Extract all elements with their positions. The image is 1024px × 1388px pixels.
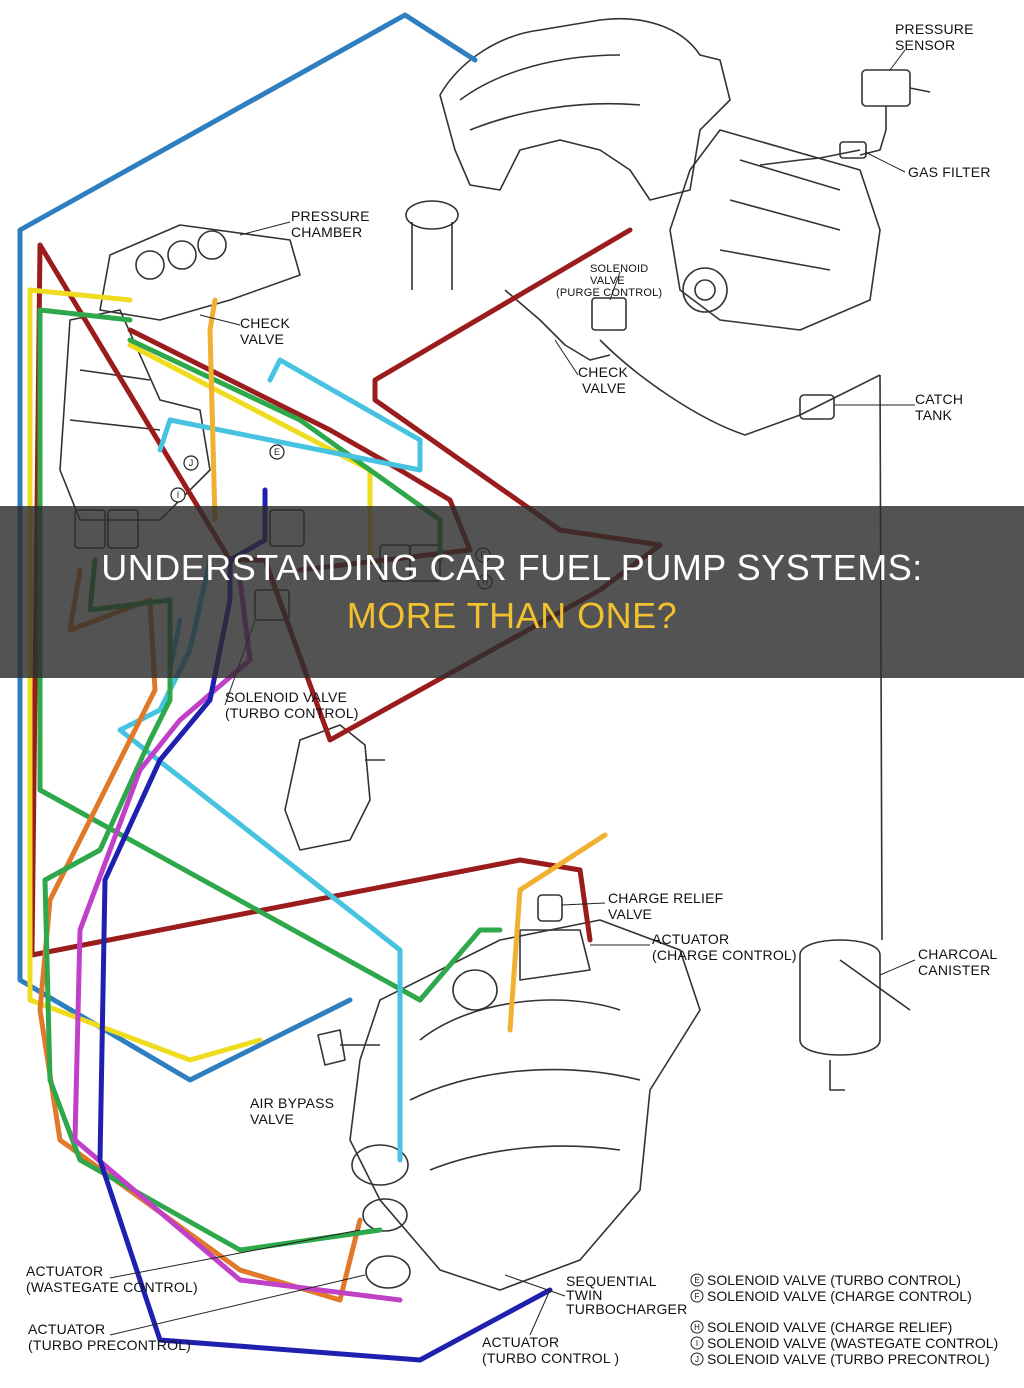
svg-text:F: F [695, 1292, 700, 1301]
svg-text:SOLENOID VALVE (TURBO CONTROL): SOLENOID VALVE (TURBO CONTROL) [707, 1272, 961, 1288]
solenoid-turbo-body [284, 724, 371, 851]
marker-i-circle [170, 487, 186, 503]
svg-text:SOLENOID VALVE (TURBO PRECONTR: SOLENOID VALVE (TURBO PRECONTROL) [707, 1351, 990, 1367]
marker-e-circle [269, 444, 285, 460]
charge-relief-valve [537, 894, 563, 922]
svg-text:SOLENOID VALVE (WASTEGATE CONT: SOLENOID VALVE (WASTEGATE CONTROL) [707, 1335, 998, 1351]
charcoal-canister [799, 939, 881, 1056]
banner-title: UNDERSTANDING CAR FUEL PUMP SYSTEMS: [101, 547, 923, 588]
legend-item: H SOLENOID VALVE (CHARGE RELIEF) [690, 1319, 952, 1335]
legend-item: I SOLENOID VALVE (WASTEGATE CONTROL) [690, 1335, 998, 1351]
marker-i: I [177, 490, 180, 500]
svg-text:E: E [694, 1276, 699, 1285]
marker-j: J [189, 458, 194, 468]
vacuum-hoses [17, 12, 663, 1363]
pressure-sensor [861, 69, 911, 107]
legend-item: F SOLENOID VALVE (CHARGE CONTROL) [690, 1288, 972, 1304]
label-solenoid-turbo: SOLENOID VALVE(TURBO CONTROL) [225, 689, 359, 721]
catch-tank [799, 394, 835, 420]
intake-manifold [439, 17, 731, 201]
banner-subtitle: MORE THAN ONE? [346, 595, 678, 636]
marker-e: E [274, 447, 280, 457]
hose-amber [207, 297, 608, 1033]
svg-text:I: I [696, 1339, 698, 1348]
legend-item: E SOLENOID VALVE (TURBO CONTROL) [690, 1272, 961, 1288]
hose-cyan [117, 357, 423, 1163]
label-actuator-turbo: ACTUATOR(TURBO CONTROL ) [482, 1334, 619, 1366]
component-line-art [59, 17, 931, 1291]
throttle-body [669, 129, 881, 331]
label-actuator-precontrol: ACTUATOR(TURBO PRECONTROL) [28, 1321, 191, 1353]
svg-text:SOLENOID VALVE (CHARGE RELIEF): SOLENOID VALVE (CHARGE RELIEF) [707, 1319, 952, 1335]
label-actuator-wastegate: ACTUATOR(WASTEGATE CONTROL) [26, 1263, 198, 1295]
label-actuator-charge: ACTUATOR(CHARGE CONTROL) [652, 931, 797, 963]
svg-text:SOLENOID VALVE (CHARGE CONTROL: SOLENOID VALVE (CHARGE CONTROL) [707, 1288, 972, 1304]
solenoid-purge [591, 297, 627, 331]
hose-magenta [72, 577, 403, 1303]
label-gas-filter: GAS FILTER [908, 164, 991, 180]
svg-text:J: J [695, 1355, 699, 1364]
hose-orange [37, 567, 363, 1303]
svg-text:H: H [694, 1323, 700, 1332]
air-bypass-valve [317, 1029, 346, 1066]
title-banner: UNDERSTANDING CAR FUEL PUMP SYSTEMS: MOR… [0, 506, 1024, 678]
marker-j-circle [183, 455, 199, 471]
turbocharger-housing [349, 919, 701, 1291]
legend-item: J SOLENOID VALVE (TURBO PRECONTROL) [690, 1351, 990, 1367]
solenoid-legend: E SOLENOID VALVE (TURBO CONTROL) F SOLEN… [690, 1272, 998, 1367]
